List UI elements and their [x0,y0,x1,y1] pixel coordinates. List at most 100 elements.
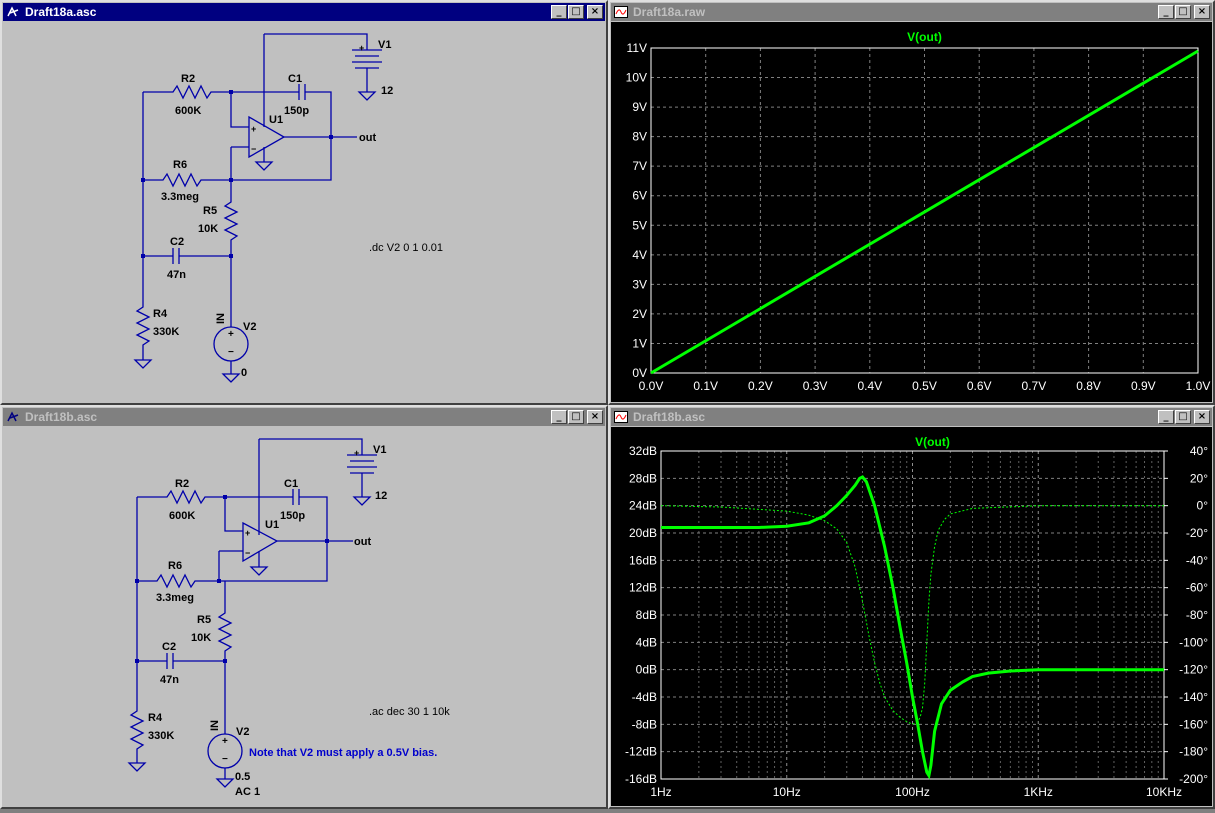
y-tick-label-right: -100° [1179,635,1208,649]
window-title: Draft18b.asc [633,410,706,424]
close-button[interactable]: × [587,5,603,19]
y-tick-label-left: 24dB [629,499,657,513]
label-c2-value: 47n [160,674,179,686]
window-title: Draft18b.asc [25,410,98,424]
window-title: Draft18a.raw [633,5,706,19]
plot-frame [660,450,1165,780]
y-tick-label: 9V [632,100,647,114]
close-button[interactable]: × [1194,5,1210,19]
schematic-b-titlebar[interactable]: Draft18b.asc _ □ × [3,408,605,426]
y-tick-label: 10V [626,71,647,85]
schematic-a-canvas[interactable]: + + − + − V1 12 R2 600K C1 150p U1 out R… [3,22,605,402]
schematic-icon [5,410,21,424]
minimize-button[interactable]: _ [551,410,567,424]
y-tick-label-left: 16dB [629,553,657,567]
label-r6-value: 3.3meg [156,592,194,604]
label-v2: V2 [243,321,256,333]
maximize-button[interactable]: □ [1175,5,1191,19]
schematic-b-canvas[interactable]: + + − + − V1 12 R2 600K C1 150p U1 out R… [3,427,605,806]
y-tick-label-right: -80° [1186,608,1208,622]
svg-text:−: − [251,144,256,154]
y-tick-label: 2V [632,307,647,321]
y-tick-label-left: 12dB [629,581,657,595]
y-tick-label-right: -40° [1186,553,1208,567]
maximize-button[interactable]: □ [1175,410,1191,424]
label-v1-value: 12 [381,85,393,97]
schematic-b-drawing: + + − + − V1 12 R2 600K C1 150p U1 out R… [127,438,450,798]
close-button[interactable]: × [587,410,603,424]
x-tick-label: 0.8V [1076,379,1101,393]
svg-text:+: + [245,528,250,538]
y-tick-label-right: 20° [1190,471,1208,485]
x-tick-label: 0.6V [967,379,992,393]
minimize-button[interactable]: _ [551,5,567,19]
close-button[interactable]: × [1194,410,1210,424]
y-tick-label-right: -160° [1179,717,1208,731]
y-tick-label: 6V [632,189,647,203]
y-tick-label: 0V [632,366,647,380]
label-c2: C2 [162,641,176,653]
x-tick-label: 100Hz [895,785,930,799]
trace-label: V(out) [907,30,942,44]
label-c1-value: 150p [280,510,305,522]
svg-text:+: + [359,43,364,53]
y-tick-label-left: 0dB [636,663,657,677]
trace-v-out [650,49,1199,375]
label-out: out [354,536,371,548]
svg-text:+: + [251,124,256,134]
y-tick-label-left: 8dB [636,608,657,622]
minimize-button[interactable]: _ [1158,5,1174,19]
y-tick-label-right: -200° [1179,772,1208,786]
label-r2: R2 [175,478,189,490]
label-v2-value-dc: 0.5 [235,771,250,783]
y-tick-label: 8V [632,130,647,144]
label-c1-value: 150p [284,105,309,117]
label-in: IN [215,313,227,324]
maximize-button[interactable]: □ [568,410,584,424]
waveform-icon [613,5,629,19]
minimize-button[interactable]: _ [1158,410,1174,424]
y-tick-label-left: 20dB [629,526,657,540]
plot-a-titlebar[interactable]: Draft18a.raw _ □ × [611,3,1212,21]
y-tick-label-right: -140° [1179,690,1208,704]
svg-text:+: + [354,448,359,458]
label-v2-value-ac: AC 1 [235,786,260,798]
trace-label: V(out) [915,435,950,449]
label-r4-value: 330K [148,730,174,742]
schematic-window-b[interactable]: Draft18b.asc _ □ × [0,405,608,809]
y-tick-label: 11V [627,41,647,55]
y-tick-label: 3V [632,277,647,291]
y-tick-label-left: 4dB [636,635,657,649]
spice-directive[interactable]: .ac dec 30 1 10k [369,706,450,718]
label-c1: C1 [284,478,298,490]
label-v1: V1 [378,39,391,51]
schematic-a-titlebar[interactable]: Draft18a.asc _ □ × [3,3,605,21]
x-tick-label: 0.9V [1131,379,1156,393]
plot-b-titlebar[interactable]: Draft18b.asc _ □ × [611,408,1212,426]
x-tick-label: 0.3V [803,379,828,393]
y-tick-label-right: 0° [1197,499,1209,513]
y-tick-label-left: -16dB [625,772,657,786]
spice-directive[interactable]: .dc V2 0 1 0.01 [369,242,443,254]
y-tick-label: 1V [632,336,647,350]
y-tick-label-left: -4dB [632,690,657,704]
label-u1: U1 [269,114,283,126]
label-v1: V1 [373,444,386,456]
label-r2: R2 [181,73,195,85]
y-tick-label: 5V [632,218,647,232]
y-tick-label-left: -8dB [632,717,657,731]
comment-note[interactable]: Note that V2 must apply a 0.5V bias. [249,747,437,759]
schematic-window-a[interactable]: Draft18a.asc _ □ × [0,0,608,405]
label-c1: C1 [288,73,302,85]
label-r2-value: 600K [175,105,201,117]
label-r6: R6 [168,560,182,572]
maximize-button[interactable]: □ [568,5,584,19]
label-r5-value: 10K [191,632,211,644]
y-tick-label-left: -12dB [625,745,657,759]
